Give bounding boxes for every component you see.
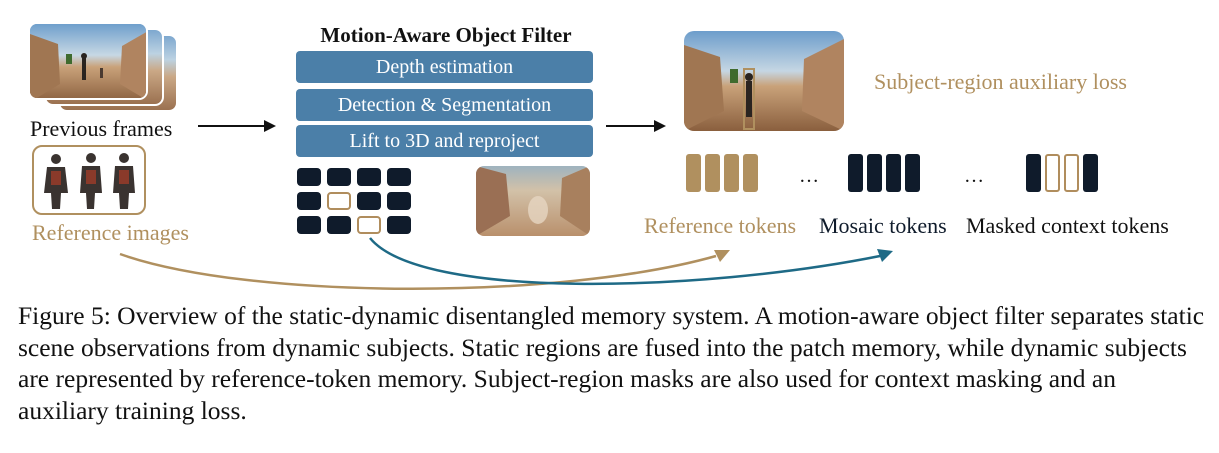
reference-token (705, 154, 720, 192)
character-figures-image (44, 153, 135, 209)
mosaic-token (867, 154, 882, 192)
patch-memory-grid (297, 168, 411, 234)
figure-caption: Figure 5: Overview of the static-dynamic… (18, 301, 1205, 425)
patch-cell (387, 168, 411, 186)
masked-context-tokens-label: Masked context tokens (966, 213, 1169, 238)
reference-token (724, 154, 739, 192)
previous-frames-label: Previous frames (30, 116, 173, 141)
masked-token (1064, 154, 1079, 192)
reference-images-box (32, 145, 146, 215)
frame-thumbnail-front (28, 22, 148, 100)
filter-step-depth: Depth estimation (296, 51, 593, 83)
curved-arrows (119, 237, 893, 290)
patch-cell (297, 192, 321, 210)
filter-title: Motion-Aware Object Filter (320, 23, 572, 47)
street-scene-image (30, 24, 146, 98)
reference-curve-arrow (119, 252, 717, 290)
patch-cell (327, 216, 351, 234)
patch-cell-masked (357, 216, 381, 234)
patch-cell (357, 168, 381, 186)
reference-token (686, 154, 701, 192)
arrow-to-filter (198, 120, 276, 132)
patch-cell (327, 168, 351, 186)
patch-cell (387, 216, 411, 234)
mosaic-curve-arrow (369, 237, 881, 286)
mosaic-tokens-label: Mosaic tokens (819, 213, 947, 238)
patch-cell (357, 192, 381, 210)
masked-token (1045, 154, 1060, 192)
reference-tokens-label: Reference tokens (644, 213, 797, 238)
reprojected-scene-image (476, 166, 590, 236)
ellipsis-1: … (799, 165, 819, 187)
context-token (1083, 154, 1098, 192)
patch-cell (387, 192, 411, 210)
filter-step-lift: Lift to 3D and reproject (296, 125, 593, 157)
patch-cell (297, 168, 321, 186)
reprojected-scene-graphic (476, 166, 590, 236)
mosaic-token (848, 154, 863, 192)
context-token (1026, 154, 1041, 192)
mosaic-arrowhead-icon (877, 249, 893, 262)
mosaic-token (905, 154, 920, 192)
ellipsis-2: … (964, 165, 984, 187)
reference-images-label: Reference images (32, 220, 189, 245)
reference-arrowhead-icon (714, 250, 730, 262)
filter-step-detection: Detection & Segmentation (296, 89, 593, 121)
aux-loss-label: Subject-region auxiliary loss (874, 69, 1127, 94)
patch-cell (297, 216, 321, 234)
arrow-to-output (606, 120, 666, 132)
reference-token (743, 154, 758, 192)
output-frame-graphic (684, 31, 844, 131)
mosaic-token (886, 154, 901, 192)
patch-cell-masked (327, 192, 351, 210)
output-frame-image (684, 31, 844, 131)
